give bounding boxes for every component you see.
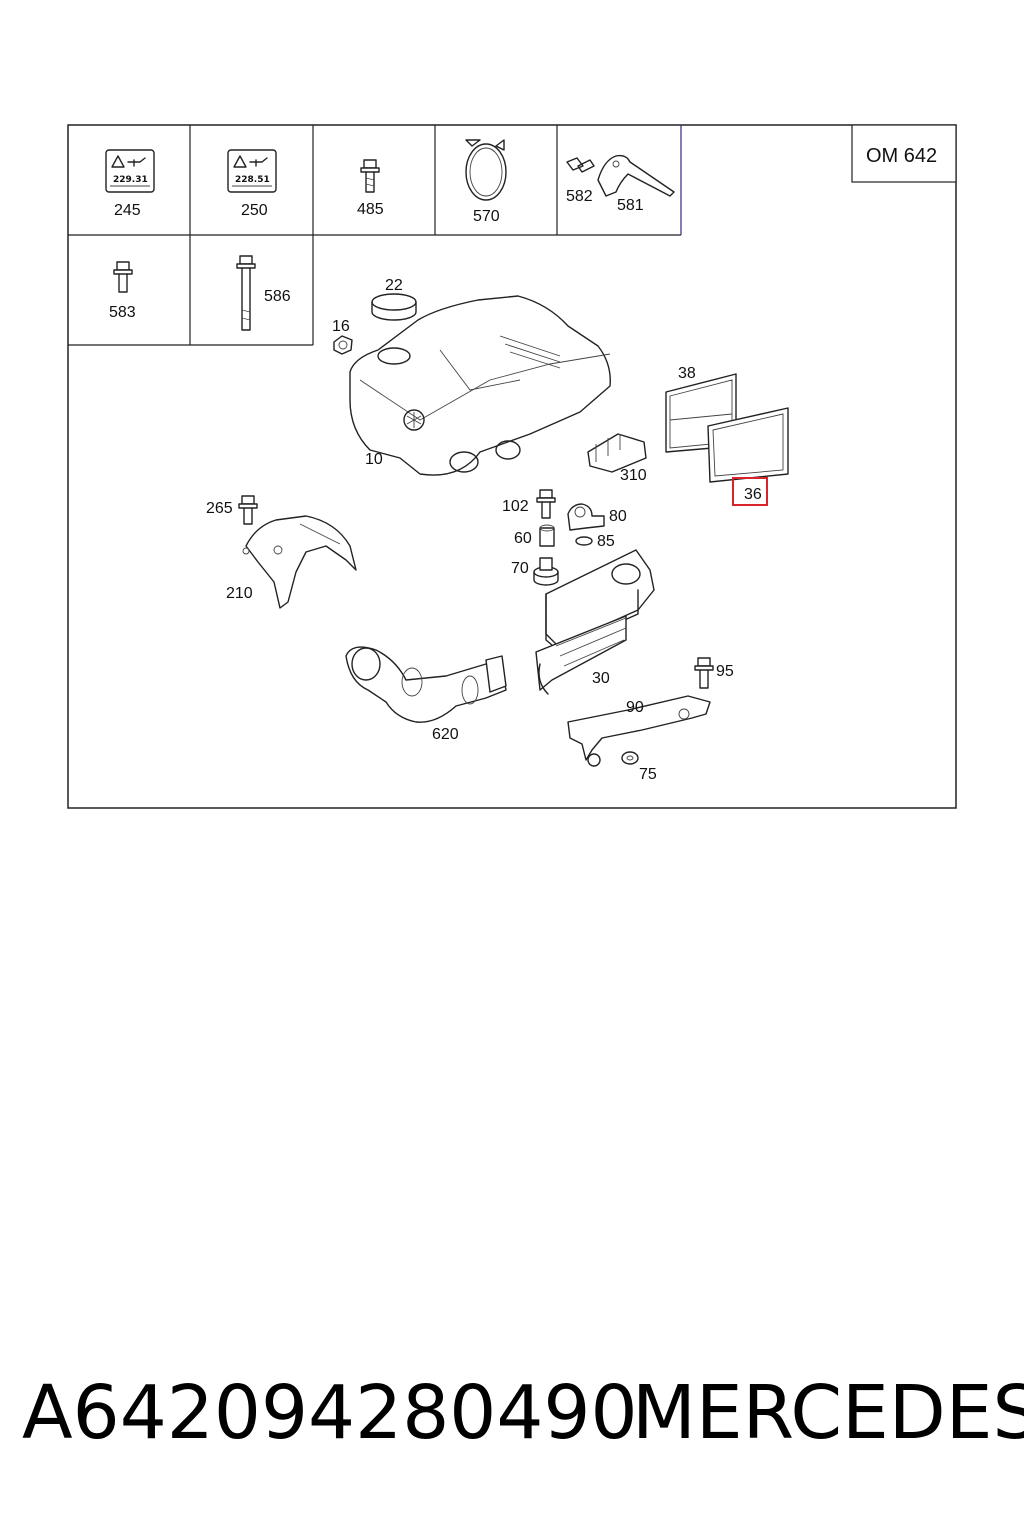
bolt-icon (238, 495, 258, 525)
sensor-icon (567, 503, 605, 531)
callout-250: 250 (241, 202, 268, 219)
screw-icon (566, 157, 595, 173)
sticker-icon (227, 149, 277, 193)
callout-620: 620 (432, 726, 459, 743)
long-bolt-icon (236, 255, 256, 331)
callout-16: 16 (332, 318, 350, 335)
grommet-icon (371, 293, 417, 321)
callout-90: 90 (626, 699, 644, 716)
small-parts-grid (68, 125, 682, 346)
callout-80: 80 (609, 508, 627, 525)
callout-245: 245 (114, 202, 141, 219)
part-number: A642094280490 (22, 1370, 638, 1456)
bolt-icon (113, 261, 133, 293)
callout-36: 36 (744, 486, 762, 503)
parts-diagram: OM 642 229.31 245 228.51 250 485 570 582 (67, 124, 957, 809)
hose-clamp-icon (465, 139, 507, 201)
callout-265: 265 (206, 500, 233, 517)
washer-icon (621, 751, 639, 765)
highlight-box (732, 477, 768, 506)
callout-60: 60 (514, 530, 532, 547)
callout-102: 102 (502, 498, 529, 515)
callout-38: 38 (678, 365, 696, 382)
callout-485: 485 (357, 201, 384, 218)
callout-95: 95 (716, 663, 734, 680)
callout-570: 570 (473, 208, 500, 225)
mounting-bracket-icon (567, 695, 711, 767)
engine-code-box (851, 124, 957, 183)
callout-583: 583 (109, 304, 136, 321)
callout-70: 70 (511, 560, 529, 577)
callout-210: 210 (226, 585, 253, 602)
callout-581: 581 (617, 197, 644, 214)
brand-name: MERCEDES (632, 1370, 1024, 1456)
sticker-spec: 228.51 (235, 175, 270, 185)
filter-gasket-icon (707, 407, 789, 483)
engine-code: OM 642 (866, 145, 937, 167)
intake-hose-icon (345, 646, 507, 723)
nut-icon (333, 335, 353, 355)
bolt-icon (536, 489, 556, 519)
engine-cover-icon (349, 295, 611, 476)
sticker-icon (105, 149, 155, 193)
air-filter-housing-icon (535, 549, 655, 695)
o-ring-icon (575, 536, 593, 546)
bracket-icon (597, 154, 675, 197)
callout-30: 30 (592, 670, 610, 687)
rubber-mount-icon (533, 557, 559, 586)
callout-310: 310 (620, 467, 647, 484)
footer: A642094280490 MERCEDES (0, 1370, 1024, 1480)
callout-22: 22 (385, 277, 403, 294)
spacer-icon (539, 524, 555, 547)
holder-icon (587, 433, 647, 473)
heat-shield-icon (242, 515, 357, 609)
sticker-spec: 229.31 (113, 175, 148, 185)
callout-75: 75 (639, 766, 657, 783)
diagram-frame (67, 124, 957, 809)
callout-85: 85 (597, 533, 615, 550)
callout-582: 582 (566, 188, 593, 205)
bolt-icon (694, 657, 714, 689)
callout-586: 586 (264, 288, 291, 305)
bolt-icon (360, 159, 380, 193)
callout-10: 10 (365, 451, 383, 468)
